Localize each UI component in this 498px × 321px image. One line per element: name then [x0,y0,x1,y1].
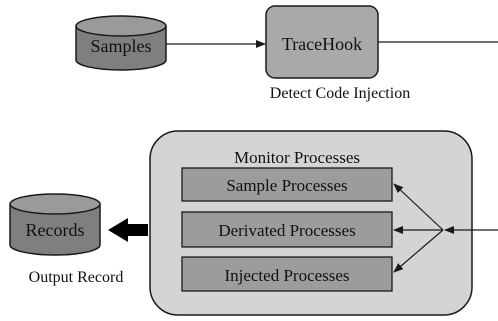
fanout-arrow-injected [393,229,444,273]
records-cylinder-top [9,193,101,215]
derivated-processes-label: Derivated Processes [218,221,355,240]
derivated-processes-box [181,211,393,248]
sample-processes-node: Sample Processes [181,167,393,202]
samples-cylinder-body [75,26,167,71]
samples-cylinder-top [75,15,167,37]
records-caption: Output Record [29,269,124,286]
records-label: Records [26,220,85,240]
monitor-panel-title: Monitor Processes [234,148,360,167]
derivated-processes-node: Derivated Processes [181,211,393,248]
injected-processes-node: Injected Processes [181,256,393,292]
records-database: Records [9,193,101,256]
sample-processes-label: Sample Processes [226,176,347,195]
injected-processes-label: Injected Processes [224,266,349,285]
samples-label: Samples [91,36,152,56]
monitor-processes-panel: Monitor Processes Sample Processes Deriv… [149,130,473,316]
monitor-to-records-arrow [108,218,148,242]
samples-database: Samples [75,15,167,71]
tracehook-label: TraceHook [282,34,362,54]
fanout-arrow-sample [393,183,444,231]
injected-processes-box [181,256,393,292]
records-cylinder-body [9,204,101,256]
tracehook-node: TraceHook [265,5,379,79]
sample-processes-box [181,167,393,202]
tracehook-caption: Detect Code Injection [270,85,410,102]
